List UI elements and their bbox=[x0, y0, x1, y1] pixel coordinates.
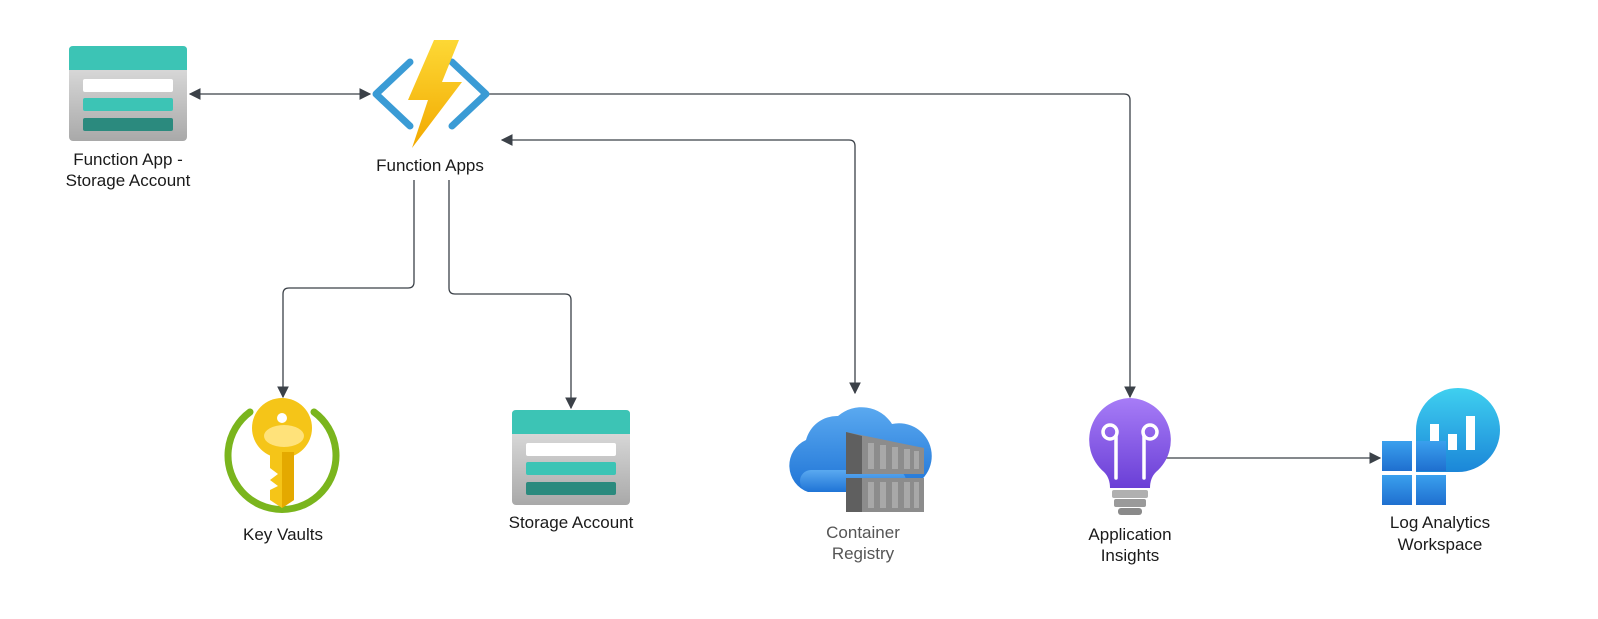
application-insights-icon bbox=[1089, 398, 1171, 515]
connector-function-apps-to-app-insights bbox=[489, 93, 1136, 399]
storage-account-icon bbox=[69, 46, 187, 141]
function-storage-label-line1: Function App - bbox=[73, 150, 183, 169]
node-log-analytics-workspace: Log Analytics Workspace bbox=[1382, 388, 1500, 554]
node-container-registry: Container Registry bbox=[789, 407, 932, 563]
node-function-apps: Function Apps bbox=[372, 40, 490, 175]
container-registry-label-line1: Container bbox=[826, 523, 900, 542]
connector-function-apps-to-key-vaults bbox=[277, 180, 415, 399]
connector-function-apps-to-storage-account bbox=[448, 180, 577, 410]
log-analytics-label-line1: Log Analytics bbox=[1390, 513, 1490, 532]
app-insights-label-line2: Insights bbox=[1101, 546, 1160, 565]
container-registry-label-line2: Registry bbox=[832, 544, 895, 563]
node-application-insights: Application Insights bbox=[1088, 398, 1172, 565]
log-analytics-label-line2: Workspace bbox=[1398, 535, 1483, 554]
node-key-vaults: Key Vaults bbox=[224, 398, 340, 544]
log-analytics-icon bbox=[1382, 388, 1500, 505]
connector-function-apps-to-container-registry bbox=[500, 134, 861, 395]
key-vaults-label: Key Vaults bbox=[243, 525, 323, 544]
node-storage-account: Storage Account bbox=[509, 410, 634, 532]
container-registry-icon bbox=[789, 407, 932, 512]
function-apps-label: Function Apps bbox=[376, 156, 484, 175]
node-function-app-storage-account: Function App - Storage Account bbox=[66, 46, 191, 190]
app-insights-label-line1: Application bbox=[1088, 525, 1171, 544]
key-vault-icon bbox=[224, 398, 340, 513]
storage-account-icon bbox=[512, 410, 630, 505]
function-app-icon bbox=[372, 40, 490, 148]
connectors bbox=[188, 88, 1382, 464]
function-storage-label-line2: Storage Account bbox=[66, 171, 191, 190]
storage-account-label: Storage Account bbox=[509, 513, 634, 532]
